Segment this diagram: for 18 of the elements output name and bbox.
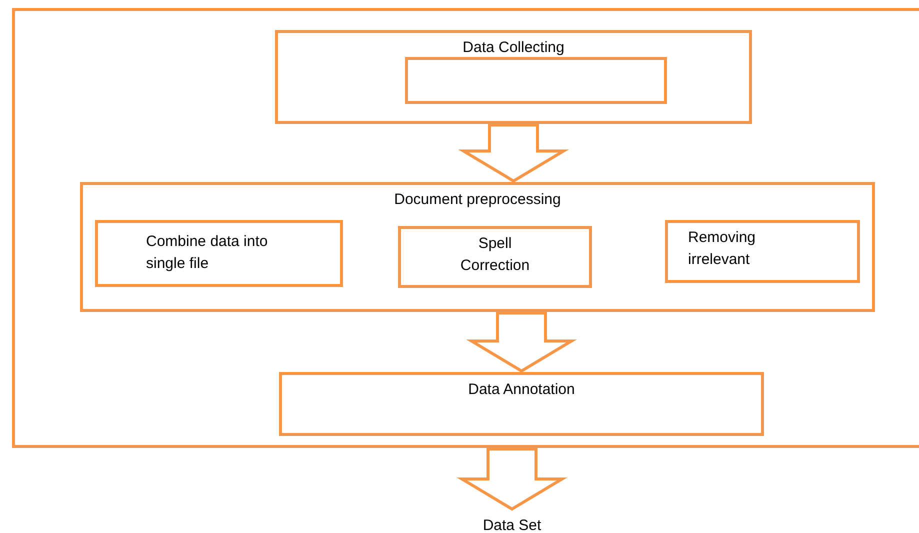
empty-box xyxy=(12,8,919,448)
box-title: Removing irrelevant xyxy=(688,228,757,270)
process-box xyxy=(398,226,592,288)
process-box xyxy=(279,372,764,436)
box-title: Document preprocessing xyxy=(393,190,562,210)
process-box xyxy=(80,182,875,312)
box-title: Spell Correction xyxy=(459,234,531,276)
block-arrow xyxy=(466,312,577,373)
box-title: Data Collecting xyxy=(462,38,566,58)
output-label: Data Set xyxy=(482,516,542,533)
process-box xyxy=(95,220,343,287)
box-title: Combine data into single file xyxy=(146,232,269,274)
block-arrow xyxy=(458,124,569,183)
process-box xyxy=(665,220,860,283)
process-box xyxy=(275,30,752,124)
empty-box xyxy=(405,57,667,104)
block-arrow xyxy=(456,448,568,511)
box-title: Data Annotation xyxy=(467,380,576,400)
